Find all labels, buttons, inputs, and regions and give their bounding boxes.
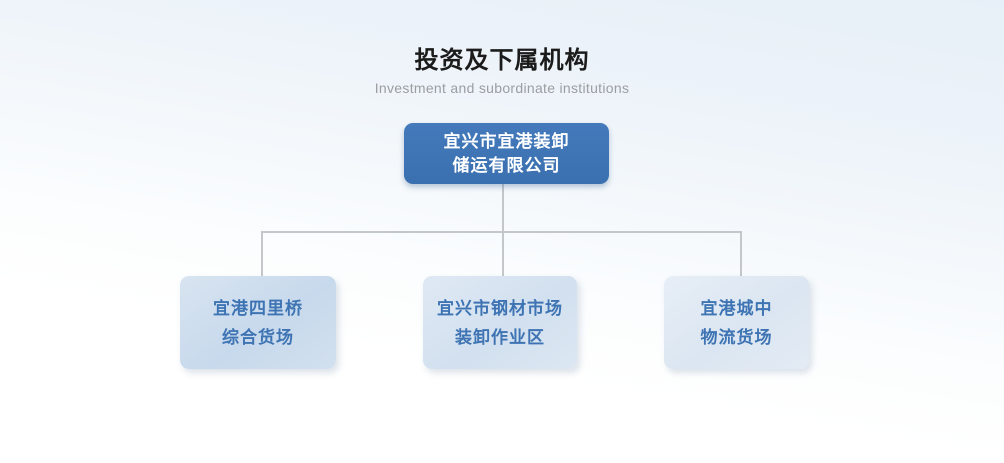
connector-root-vertical <box>502 184 504 232</box>
org-node-child-3-line2: 物流货场 <box>700 327 773 347</box>
org-node-root-line1: 宜兴市宜港装卸 <box>443 131 570 151</box>
org-node-child-2-line1: 宜兴市钢材市场 <box>437 298 563 318</box>
org-node-child-1-line1: 宜港四里桥 <box>213 298 303 318</box>
org-node-child-3: 宜港城中 物流货场 <box>664 276 809 369</box>
org-node-root-line2: 储运有限公司 <box>452 155 561 175</box>
org-node-child-2: 宜兴市钢材市场 装卸作业区 <box>423 276 577 369</box>
page-subtitle: Investment and subordinate institutions <box>374 80 630 96</box>
page-header: 投资及下属机构 Investment and subordinate insti… <box>0 46 1004 97</box>
org-node-child-1-line2: 综合货场 <box>222 327 294 347</box>
org-node-child-1: 宜港四里桥 综合货场 <box>180 276 336 369</box>
connector-drop-child-3 <box>740 231 742 277</box>
page-title: 投资及下属机构 <box>414 47 590 74</box>
connector-drop-child-1 <box>261 231 263 277</box>
org-node-root: 宜兴市宜港装卸 储运有限公司 <box>404 123 609 184</box>
connector-horizontal <box>261 231 742 233</box>
org-node-child-2-line2: 装卸作业区 <box>455 327 545 347</box>
connector-drop-child-2 <box>502 231 504 277</box>
org-node-child-3-line1: 宜港城中 <box>700 298 773 318</box>
